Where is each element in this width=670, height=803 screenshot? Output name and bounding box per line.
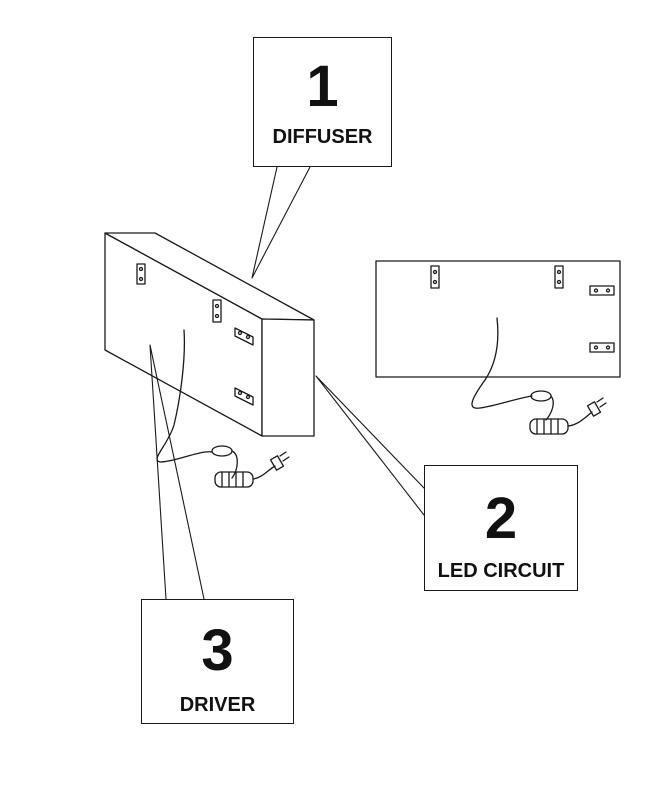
leader-line-3 bbox=[149, 344, 205, 600]
callout-driver: 3 DRIVER bbox=[141, 599, 294, 724]
plug-icon bbox=[586, 397, 607, 417]
bracket-icon bbox=[589, 285, 615, 296]
callout-number: 1 bbox=[306, 54, 339, 119]
inline-switch-icon bbox=[211, 445, 233, 457]
callout-number: 2 bbox=[484, 486, 518, 551]
power-cable bbox=[471, 317, 533, 409]
bracket-icon bbox=[589, 342, 615, 353]
bracket-icon bbox=[234, 327, 254, 346]
power-cable bbox=[156, 329, 213, 463]
housing-side-face bbox=[261, 318, 315, 437]
callout-label: DIFFUSER bbox=[272, 126, 373, 148]
inline-switch-icon bbox=[530, 390, 552, 402]
bracket-icon bbox=[136, 263, 146, 285]
bracket-icon bbox=[554, 265, 564, 289]
callout-led-circuit: 2 LED CIRCUIT bbox=[424, 465, 578, 591]
bracket-icon bbox=[430, 265, 440, 289]
plug-icon bbox=[269, 451, 290, 471]
callout-label: DRIVER bbox=[179, 694, 256, 716]
bracket-icon bbox=[234, 387, 254, 406]
bracket-icon bbox=[212, 299, 222, 323]
led-circuit-panel bbox=[375, 260, 621, 435]
driver-box-icon bbox=[529, 418, 569, 435]
callout-label: LED CIRCUIT bbox=[437, 560, 565, 582]
leader-line-1 bbox=[251, 166, 311, 279]
callout-number: 3 bbox=[201, 618, 234, 683]
leader-line-2 bbox=[315, 375, 425, 516]
leader-lines bbox=[149, 166, 425, 600]
driver-box-icon bbox=[214, 471, 254, 488]
mirror-housing-3d bbox=[104, 232, 315, 488]
led-panel-outline bbox=[375, 260, 621, 378]
callout-diffuser: 1 DIFFUSER bbox=[253, 37, 392, 167]
